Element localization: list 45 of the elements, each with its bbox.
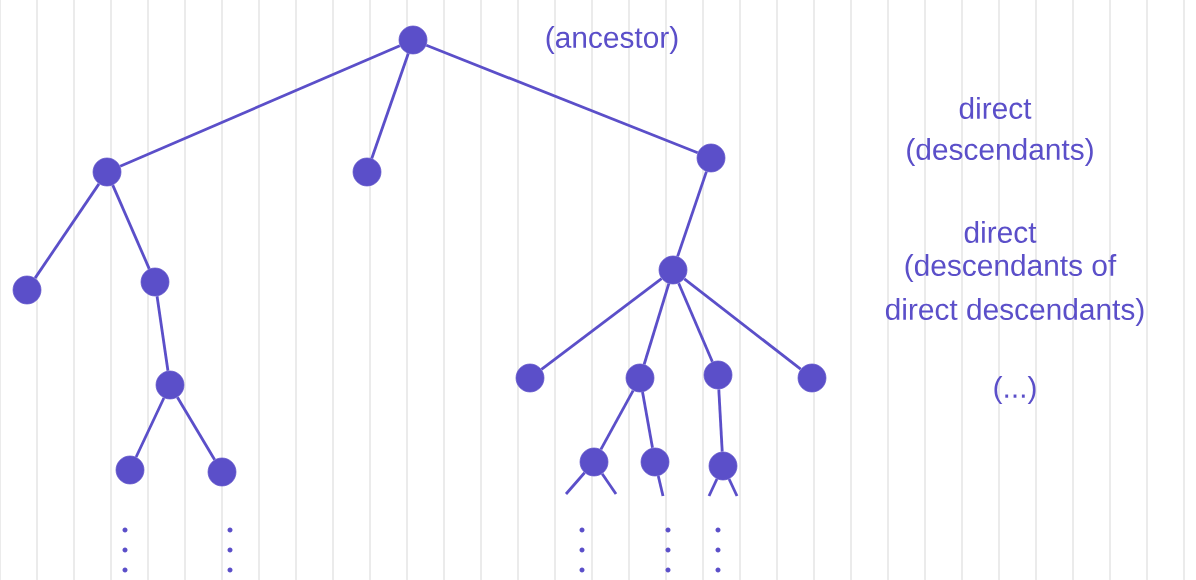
branch-line [111, 184, 151, 270]
annotation: direct descendants) [885, 298, 1144, 326]
tree-node [579, 447, 609, 477]
branch-line [564, 471, 586, 495]
branch-line [676, 171, 708, 257]
tree-node [352, 157, 382, 187]
branch-line [707, 478, 719, 497]
annotation: (...) [994, 376, 1036, 404]
annotation: direct [964, 221, 1037, 243]
tree-node [658, 255, 688, 285]
branch-line [599, 389, 635, 451]
annotation: (descendants) [907, 138, 1093, 166]
branch-line [641, 391, 654, 449]
branch-line [683, 277, 802, 371]
branch-line [33, 183, 101, 279]
branch-line [425, 43, 699, 154]
tree-node [696, 143, 726, 173]
branch-line [370, 53, 410, 159]
tree-node [155, 370, 185, 400]
tree-node [398, 25, 428, 55]
branch-line [642, 283, 671, 365]
branch-line [717, 389, 724, 452]
branch-line [677, 282, 714, 363]
tree-node [640, 447, 670, 477]
branch-line [176, 396, 216, 461]
branch-line [656, 475, 665, 497]
tree-node [625, 363, 655, 393]
tree-node [92, 157, 122, 187]
branch-line [601, 473, 618, 495]
branch-line [119, 44, 401, 168]
tree-node [12, 275, 42, 305]
tree-node [207, 457, 237, 487]
branch-line [540, 277, 663, 371]
branch-line [727, 478, 739, 497]
tree-node [140, 267, 170, 297]
branch-line [134, 397, 166, 458]
annotation: direct [959, 97, 1032, 119]
tree-node [797, 363, 827, 393]
tree-node [115, 455, 145, 485]
tree-node [708, 451, 738, 481]
tree-node [515, 363, 545, 393]
tree-node [703, 360, 733, 390]
annotation: (ancestor) [546, 26, 678, 54]
annotation: (descendants of [905, 254, 1117, 282]
branch-line [155, 296, 170, 371]
